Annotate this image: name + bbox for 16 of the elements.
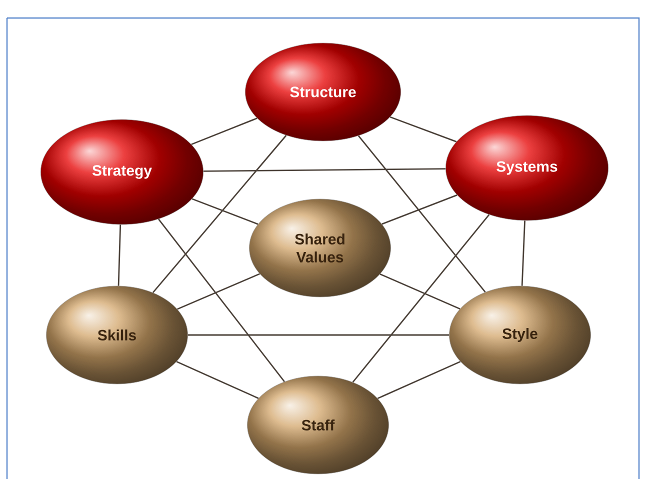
connector-line [358, 135, 486, 293]
connector-line [152, 134, 287, 294]
connector-line [382, 194, 458, 225]
connector-line [177, 273, 260, 310]
connector-line [390, 116, 457, 142]
connector-line [158, 218, 285, 382]
connector-line [377, 360, 461, 400]
connector-line [521, 220, 526, 286]
connector-line [191, 118, 258, 146]
connector-line [192, 198, 258, 225]
connector-line [118, 224, 122, 286]
connector-line [188, 334, 450, 336]
connector-line [352, 214, 490, 383]
connector-line [176, 361, 259, 399]
connector-line [380, 273, 460, 310]
connector-line [204, 168, 446, 172]
